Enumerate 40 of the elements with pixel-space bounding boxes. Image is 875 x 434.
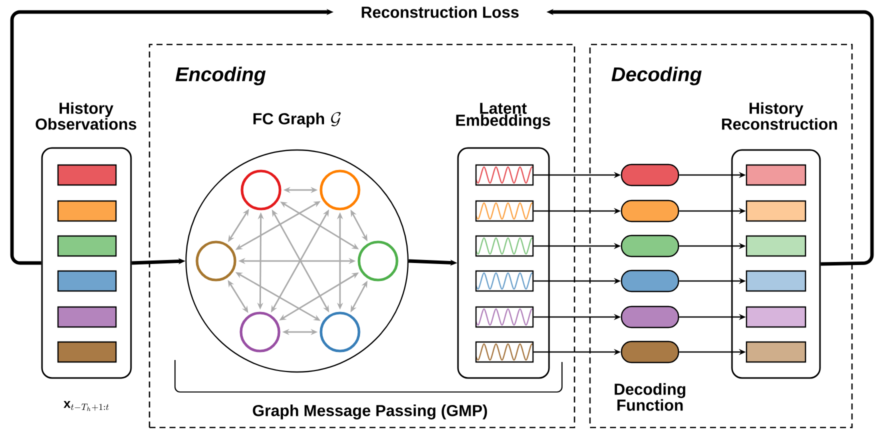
decoder-pill xyxy=(620,200,680,222)
embedding-bar xyxy=(475,270,534,292)
loss-label: Reconstruction Loss xyxy=(362,6,519,18)
heading-text: Latent Embeddings xyxy=(456,102,550,130)
reconstruction-bar xyxy=(746,200,806,222)
graph-vertex xyxy=(358,240,398,282)
graph-vertex xyxy=(240,312,280,352)
heading-text: History Observations xyxy=(36,102,136,130)
reconstruction-bar xyxy=(746,164,806,186)
graph-vertex xyxy=(240,170,282,210)
embedding-bar xyxy=(475,235,534,257)
embedding-bar xyxy=(475,341,534,363)
observation-bar xyxy=(57,270,117,292)
embedding-bar xyxy=(475,200,534,222)
decoder-pill xyxy=(620,270,680,292)
reconstruction-bar xyxy=(746,341,806,363)
heading-text: History Reconstruction xyxy=(722,102,837,130)
decoder-pill xyxy=(620,340,680,364)
formula-label: $\mathbf{x}_{t-T_h+1:t}$ xyxy=(64,401,109,411)
observation-bar xyxy=(57,235,117,257)
graph-vertex xyxy=(196,240,236,282)
section-title: Decoding xyxy=(612,66,702,86)
observation-bar xyxy=(57,341,117,363)
decoder-pill xyxy=(620,234,680,258)
embedding-bar xyxy=(475,306,534,328)
caption-text: Decoding Function xyxy=(614,383,686,411)
embedding-bar xyxy=(475,164,534,186)
decoder-pill xyxy=(620,306,680,328)
bracket-label: Graph Message Passing (GMP) xyxy=(252,404,487,420)
section-title: Encoding xyxy=(176,66,266,86)
observation-bar xyxy=(57,200,117,222)
reconstruction-bar xyxy=(746,270,806,292)
observation-bar xyxy=(57,306,117,328)
observation-bar xyxy=(57,164,117,186)
decoder-pill xyxy=(620,164,680,186)
graph-vertex xyxy=(320,170,360,210)
heading-text: FC Graph $\mathcal{G}$ xyxy=(253,112,341,128)
reconstruction-bar xyxy=(746,235,806,257)
reconstruction-bar xyxy=(746,306,806,328)
graph-vertex xyxy=(320,312,360,352)
